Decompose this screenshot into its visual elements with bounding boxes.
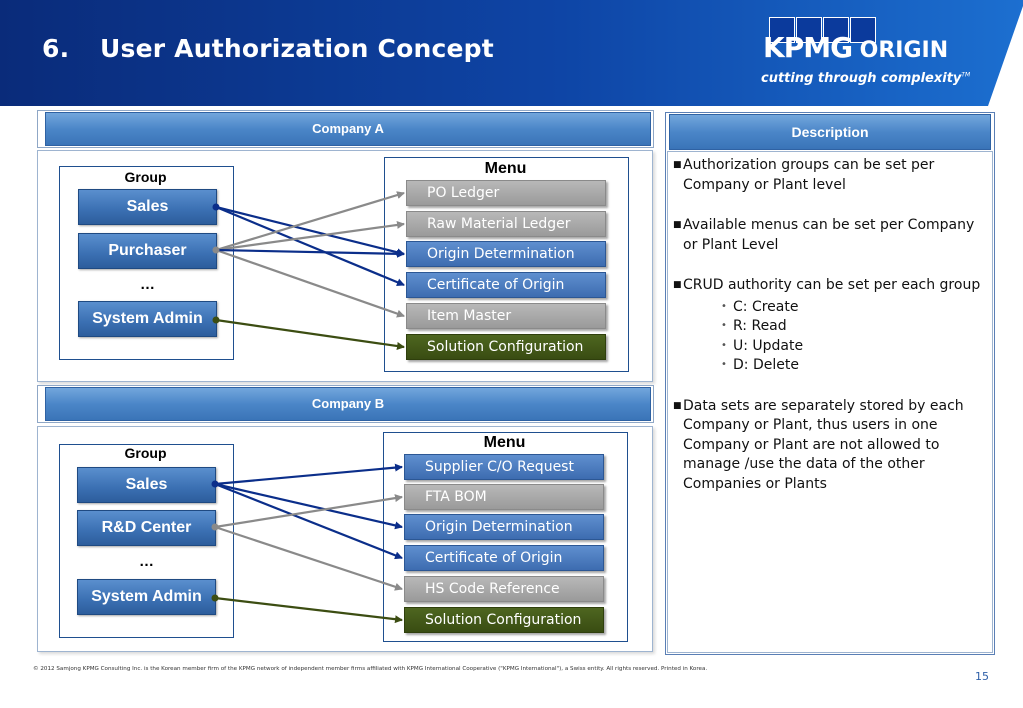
- company-a-sales-links: [215, 205, 405, 287]
- link-b-rd-hs-code-reference: [214, 525, 403, 591]
- dot-bullet-icon: •: [721, 359, 727, 370]
- crud-list: • C: Create • R: Read • U: Update • D: Delet…: [683, 298, 987, 376]
- node-b-sales: [211, 480, 219, 488]
- section-number: 6.: [42, 34, 70, 63]
- link-b-rd-fta-bom: [214, 494, 403, 529]
- dot-bullet-icon: •: [721, 320, 727, 331]
- link-b-sales-supplier-co-request: [214, 463, 403, 486]
- link-a-sales-origin-determination: [215, 205, 405, 257]
- company-a-purchaser-links: [215, 191, 405, 318]
- company-b-group-rd-center[interactable]: R&D Center: [77, 510, 216, 546]
- logo-product: ORIGIN: [859, 38, 949, 63]
- link-b-sales-certificate-of-origin: [214, 482, 403, 560]
- tagline-text: cutting through complexity: [761, 71, 962, 86]
- bullet-text: Data sets are separately stored by each …: [683, 397, 964, 492]
- description-list: ■Authorization groups can be set per Com…: [673, 156, 987, 515]
- crud-text: C: Create: [733, 298, 799, 315]
- company-b-menu-supplier-co-request[interactable]: Supplier C/O Request: [404, 454, 604, 480]
- crud-item: • U: Update: [683, 337, 987, 357]
- crud-text: R: Read: [733, 318, 787, 334]
- company-b-menu-hs-code-reference[interactable]: HS Code Reference: [404, 576, 604, 602]
- square-bullet-icon: ■: [673, 220, 682, 230]
- tm-mark: TM: [961, 71, 971, 79]
- page-title: 6. User Authorization Concept: [42, 34, 494, 63]
- node-b-rd: [211, 523, 219, 531]
- header-banner: [0, 0, 1023, 106]
- bullet-text: Available menus can be set per Company o…: [683, 217, 975, 253]
- company-b-menu-origin-determination[interactable]: Origin Determination: [404, 514, 604, 540]
- node-a-sales: [212, 203, 220, 211]
- square-bullet-icon: ■: [673, 280, 682, 290]
- kpmg-origin-logo: KPMG ORIGIN: [763, 31, 948, 64]
- logo-square: [796, 17, 822, 43]
- company-a-group-more: …: [140, 276, 155, 293]
- company-b-bar: Company B: [45, 387, 651, 421]
- company-b-group-more: …: [139, 553, 154, 570]
- logo-square: [850, 17, 876, 43]
- link-a-purchaser-po-ledger: [215, 191, 405, 252]
- logo-square: [823, 17, 849, 43]
- company-a-group-heading: Group: [124, 169, 167, 185]
- title-text: User Authorization Concept: [100, 34, 494, 63]
- company-b-menu-certificate-of-origin[interactable]: Certificate of Origin: [404, 545, 604, 571]
- link-b-sales-origin-determination: [214, 482, 403, 530]
- company-b-group-heading: Group: [124, 445, 167, 461]
- page-number: 15: [975, 670, 989, 683]
- description-bullet: ■ CRUD authority can be set per each gro…: [673, 276, 987, 376]
- link-b-admin-solution-configuration: [214, 596, 403, 624]
- company-b-group-system-admin[interactable]: System Admin: [77, 579, 216, 615]
- company-b-sales-links: [214, 463, 403, 560]
- node-a-purchaser: [212, 246, 220, 254]
- link-a-purchaser-origin-determination: [215, 248, 405, 258]
- footer-copyright: © 2012 Samjong KPMG Consulting Inc. is t…: [33, 666, 708, 672]
- crud-item: • C: Create: [683, 298, 987, 318]
- company-a-group-purchaser[interactable]: Purchaser: [78, 233, 217, 269]
- company-a-menu-item-master[interactable]: Item Master: [406, 303, 606, 329]
- company-b-menu-solution-configuration[interactable]: Solution Configuration: [404, 607, 604, 633]
- company-b-group-sales[interactable]: Sales: [77, 467, 216, 503]
- crud-item: • R: Read: [683, 317, 987, 337]
- crud-item: • D: Delete: [683, 356, 987, 376]
- company-a-menu-raw-material-ledger[interactable]: Raw Material Ledger: [406, 211, 606, 237]
- node-b-admin: [211, 594, 219, 602]
- description-bullet: ■Available menus can be set per Company …: [673, 216, 987, 255]
- description-bullet: ■Authorization groups can be set per Com…: [673, 156, 987, 195]
- crud-text: U: Update: [733, 337, 804, 354]
- node-a-admin: [212, 316, 220, 324]
- dot-bullet-icon: •: [721, 339, 727, 351]
- company-a-menu-heading: Menu: [484, 160, 527, 177]
- company-a-menu-po-ledger[interactable]: PO Ledger: [406, 180, 606, 206]
- company-b-rd-links: [214, 494, 403, 591]
- description-bullet: ■Data sets are separately stored by each…: [673, 397, 987, 495]
- company-a-menu-origin-determination[interactable]: Origin Determination: [406, 241, 606, 267]
- company-b-menu-fta-bom[interactable]: FTA BOM: [404, 484, 604, 510]
- square-bullet-icon: ■: [673, 400, 682, 411]
- company-a-bar: Company A: [45, 112, 651, 146]
- link-a-admin-solution-configuration: [215, 318, 405, 350]
- logo-tagline: cutting through complexityTM: [761, 71, 970, 86]
- dot-bullet-icon: •: [721, 300, 727, 312]
- company-a-group-system-admin[interactable]: System Admin: [78, 301, 217, 337]
- company-a-menu-certificate-of-origin[interactable]: Certificate of Origin: [406, 272, 606, 298]
- logo-brand: KPMG: [763, 31, 853, 64]
- company-a-menu-solution-configuration[interactable]: Solution Configuration: [406, 334, 606, 360]
- logo-square: [769, 17, 795, 43]
- square-bullet-icon: ■: [673, 160, 682, 170]
- link-a-sales-certificate-of-origin: [215, 205, 405, 287]
- crud-text: D: Delete: [733, 357, 799, 373]
- description-panel: [667, 151, 993, 653]
- bullet-text: Authorization groups can be set per Comp…: [683, 157, 935, 193]
- link-a-purchaser-item-master: [215, 248, 405, 318]
- company-a-group-sales[interactable]: Sales: [78, 189, 217, 225]
- description-bar: Description: [669, 114, 991, 150]
- company-b-menu-heading: Menu: [483, 434, 526, 451]
- link-a-purchaser-raw-material-ledger: [215, 220, 405, 252]
- bullet-text: CRUD authority can be set per each group: [683, 277, 981, 293]
